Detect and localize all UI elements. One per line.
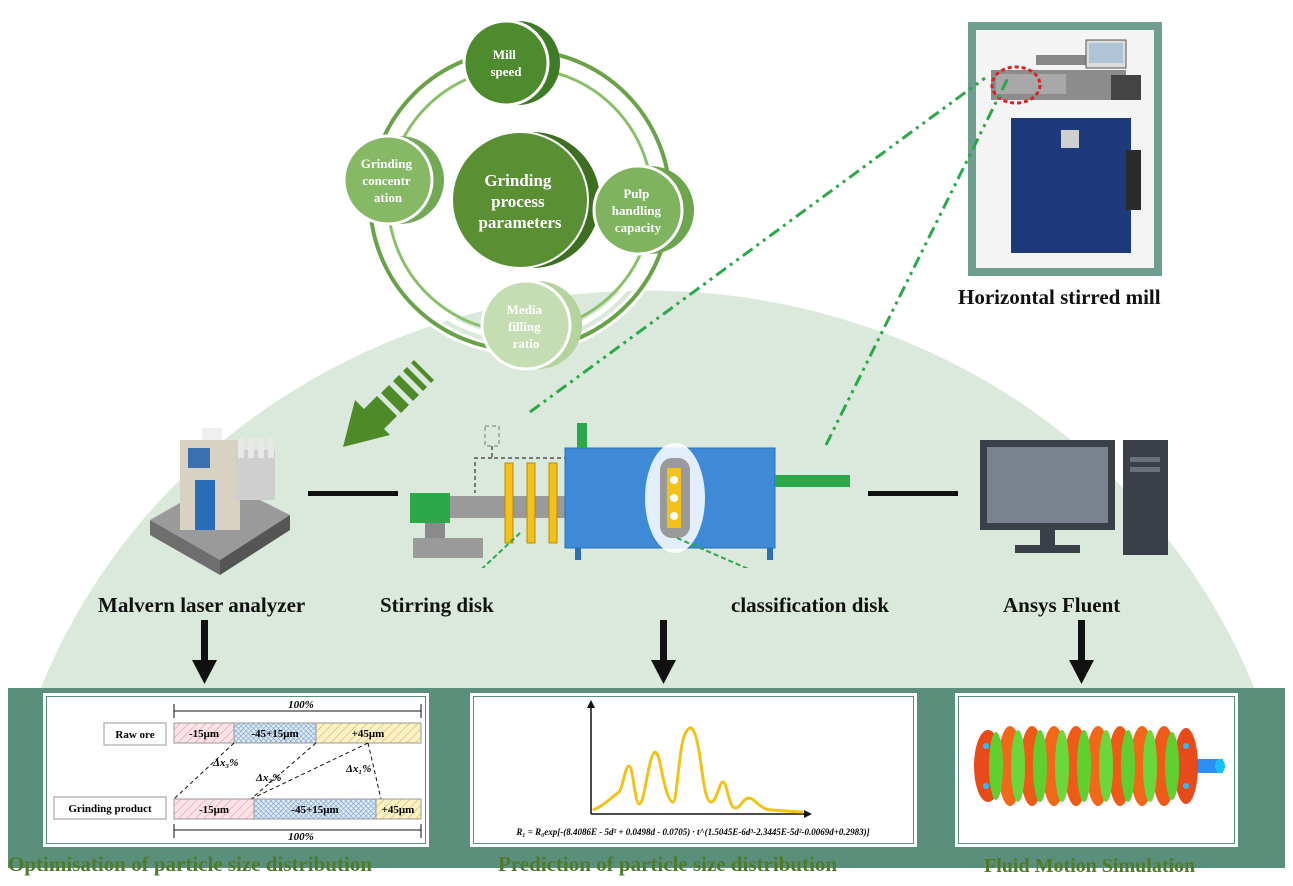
caption-left: Optimisation of particle size distributi…	[8, 852, 372, 876]
arrow-left	[192, 620, 217, 684]
mill-speed-text: Mill speed	[490, 47, 522, 79]
computer	[980, 440, 1168, 555]
panel-fluid-simulation	[955, 693, 1238, 847]
stirring-disk-2	[526, 462, 536, 544]
classification-disk-label: classification disk	[731, 593, 890, 617]
horizontal-mill-label: Horizontal stirred mill	[958, 285, 1161, 309]
ansys-label: Ansys Fluent	[1003, 593, 1121, 617]
grinding-product-label: Grinding product	[68, 803, 152, 815]
delta-1: Δx₁%	[345, 763, 371, 775]
concentration-text: Grinding concentr ation	[361, 156, 416, 205]
arrow-middle	[651, 620, 676, 684]
mill-schematic	[410, 423, 850, 568]
parameters-cycle: Grinding process parameters Mill speed P…	[342, 19, 694, 371]
motor	[410, 493, 450, 523]
media-circle	[480, 279, 572, 371]
mill-speed-circle	[462, 19, 550, 107]
mill-photo	[976, 30, 1154, 268]
highlight-circle	[990, 65, 1042, 105]
bottom-percent: 100%	[288, 831, 314, 843]
stirring-disk-1	[504, 462, 514, 544]
striped-arrow	[343, 360, 434, 447]
pulp-circle	[592, 164, 684, 256]
center-circle	[451, 131, 589, 269]
link-bar-right	[868, 491, 958, 496]
malvern-device	[150, 428, 290, 575]
raw-seg-1: -15μm	[189, 728, 219, 740]
raw-seg-2: -45+15μm	[251, 728, 298, 740]
rotor-simulation	[974, 726, 1225, 806]
raw-ore-label: Raw ore	[115, 729, 154, 741]
concentration-circle	[342, 134, 434, 226]
prod-seg-1: -15μm	[199, 804, 229, 816]
panel-psd-prediction: R₁ = R₀exp[-(8.4086E - 5d² + 0.0498d - 0…	[470, 693, 917, 847]
arrow-right	[1069, 620, 1094, 684]
stirring-disk-label: Stirring disk	[380, 593, 494, 617]
psd-curve	[592, 726, 804, 814]
outlet	[775, 475, 850, 487]
prod-seg-3: +45μm	[382, 804, 415, 816]
delta-2: Δx₂%	[255, 772, 281, 784]
stirring-disk-3	[548, 462, 558, 544]
raw-seg-3: +45μm	[352, 728, 385, 740]
prod-seg-2: -45+15μm	[291, 804, 338, 816]
link-bar-left	[308, 491, 398, 496]
malvern-label: Malvern laser analyzer	[98, 593, 306, 617]
panel-psd-optimisation: 100% Raw ore -15μm -45+15μm +45μm Δx₃% Δ…	[43, 693, 429, 847]
pulp-text: Pulp handling capacity	[612, 186, 664, 235]
center-text: Grinding process parameters	[478, 171, 561, 232]
delta-3: Δx₃%	[212, 757, 238, 769]
formula: R₁ = R₀exp[-(8.4086E - 5d² + 0.0498d - 0…	[515, 827, 869, 837]
caption-right: Fluid Motion Simulation	[984, 855, 1196, 877]
top-percent: 100%	[288, 699, 314, 711]
media-text: Media filling ratio	[507, 302, 546, 351]
mill-photo-frame	[968, 22, 1162, 276]
caption-middle: Prediction of particle size distribution	[498, 852, 838, 876]
